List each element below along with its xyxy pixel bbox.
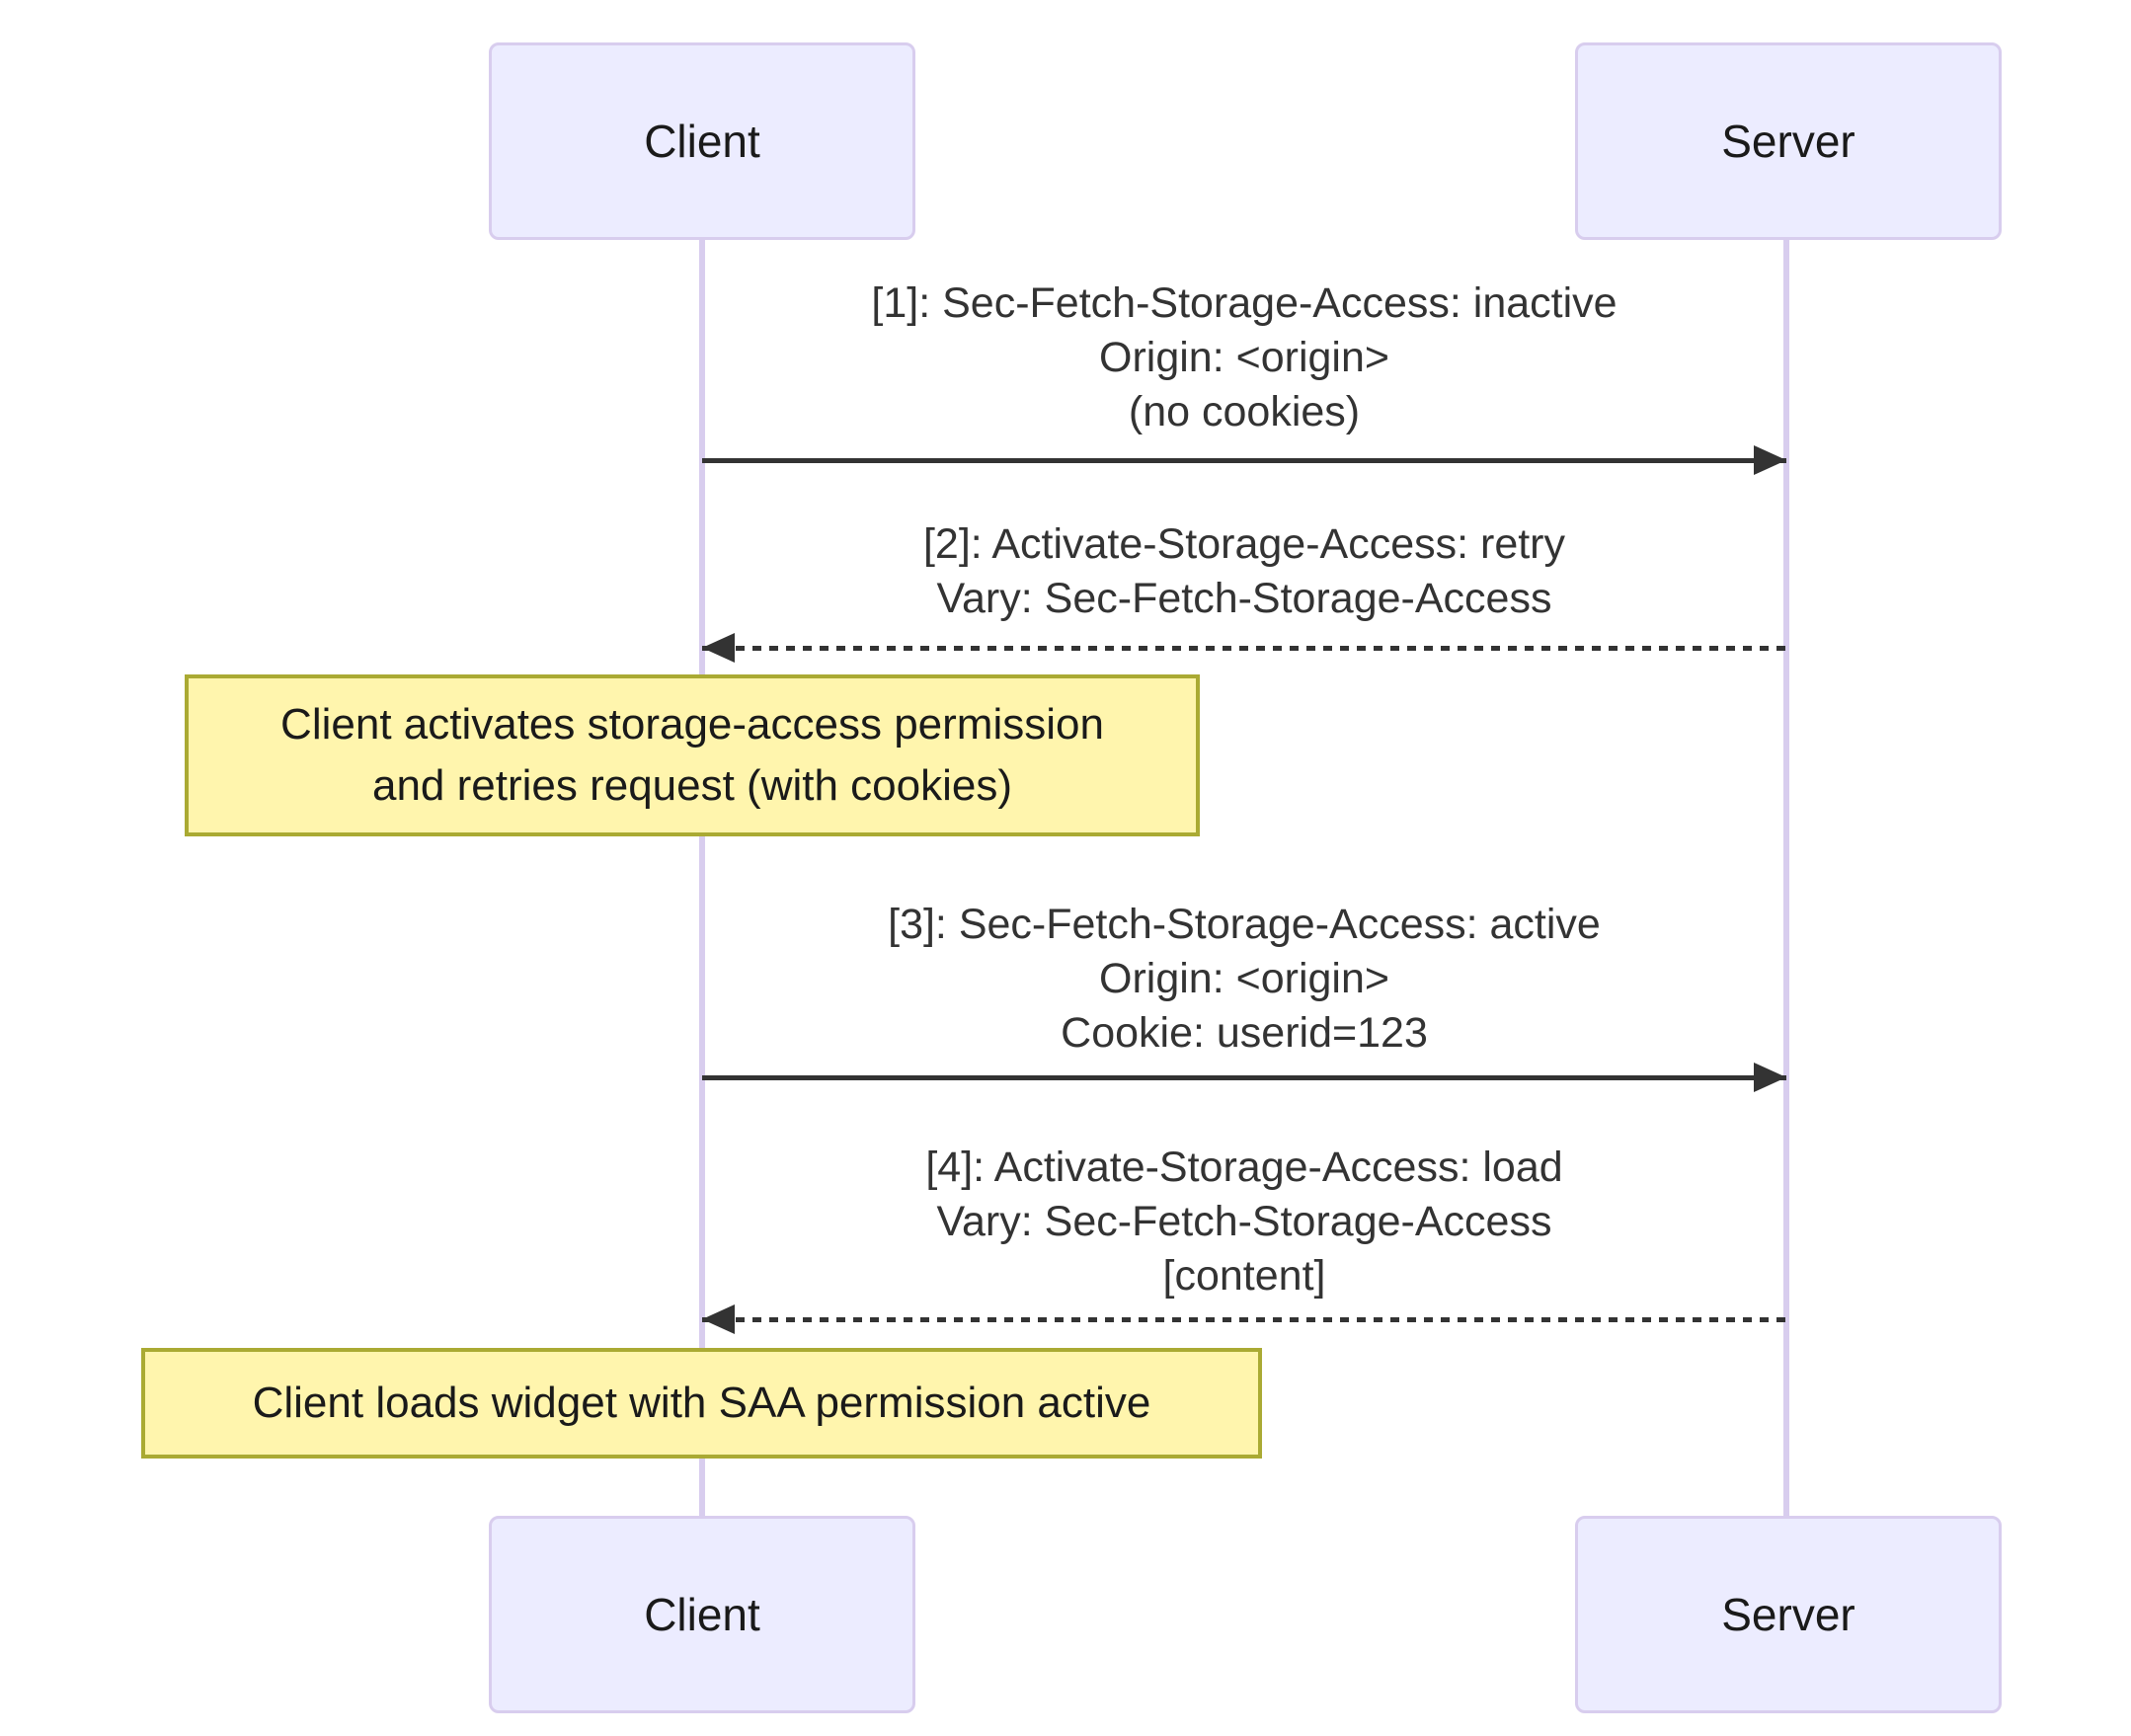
actor-client-label: Client xyxy=(644,1589,760,1640)
actor-client-label: Client xyxy=(644,116,760,167)
message-line: (no cookies) xyxy=(1128,388,1361,435)
message-2-text: [2]: Activate-Storage-Access: retry Vary… xyxy=(702,517,1786,626)
arrowhead-left-icon xyxy=(702,633,735,663)
message-line: [4]: Activate-Storage-Access: load xyxy=(925,1144,1563,1191)
actor-server-bottom: Server xyxy=(1575,1516,2002,1713)
note-line: and retries request (with cookies) xyxy=(371,761,1013,810)
message-1-text: [1]: Sec-Fetch-Storage-Access: inactive … xyxy=(702,276,1786,439)
actor-client-top: Client xyxy=(489,42,915,240)
note-activate-permission: Client activates storage-access permissi… xyxy=(185,674,1200,836)
arrowhead-left-icon xyxy=(702,1304,735,1334)
actor-client-bottom: Client xyxy=(489,1516,915,1713)
message-line: Origin: <origin> xyxy=(1099,955,1389,1002)
message-line: [2]: Activate-Storage-Access: retry xyxy=(922,520,1566,568)
lifeline-server xyxy=(1783,240,1789,1516)
message-3-arrow xyxy=(702,1063,1786,1092)
message-4-text: [4]: Activate-Storage-Access: load Vary:… xyxy=(702,1141,1786,1303)
message-line: [1]: Sec-Fetch-Storage-Access: inactive xyxy=(871,279,1618,327)
message-2-arrow xyxy=(702,633,1786,663)
message-line: Vary: Sec-Fetch-Storage-Access xyxy=(936,575,1552,622)
message-line: [3]: Sec-Fetch-Storage-Access: active xyxy=(888,901,1601,948)
arrowhead-right-icon xyxy=(1754,445,1786,475)
note-line: Client activates storage-access permissi… xyxy=(280,700,1104,749)
actor-server-label: Server xyxy=(1721,1589,1855,1640)
arrowhead-right-icon xyxy=(1754,1063,1786,1092)
actor-server-top: Server xyxy=(1575,42,2002,240)
message-line: Vary: Sec-Fetch-Storage-Access xyxy=(936,1198,1552,1245)
lifeline-client xyxy=(699,240,705,1516)
message-3-text: [3]: Sec-Fetch-Storage-Access: active Or… xyxy=(702,898,1786,1061)
actor-server-label: Server xyxy=(1721,116,1855,167)
note-line: Client loads widget with SAA permission … xyxy=(252,1379,1151,1427)
message-1-arrow xyxy=(702,445,1786,475)
note-load-widget: Client loads widget with SAA permission … xyxy=(141,1348,1262,1459)
message-line: [content] xyxy=(1162,1252,1326,1300)
message-line: Origin: <origin> xyxy=(1099,334,1389,381)
message-4-arrow xyxy=(702,1304,1786,1334)
message-line: Cookie: userid=123 xyxy=(1061,1009,1428,1057)
